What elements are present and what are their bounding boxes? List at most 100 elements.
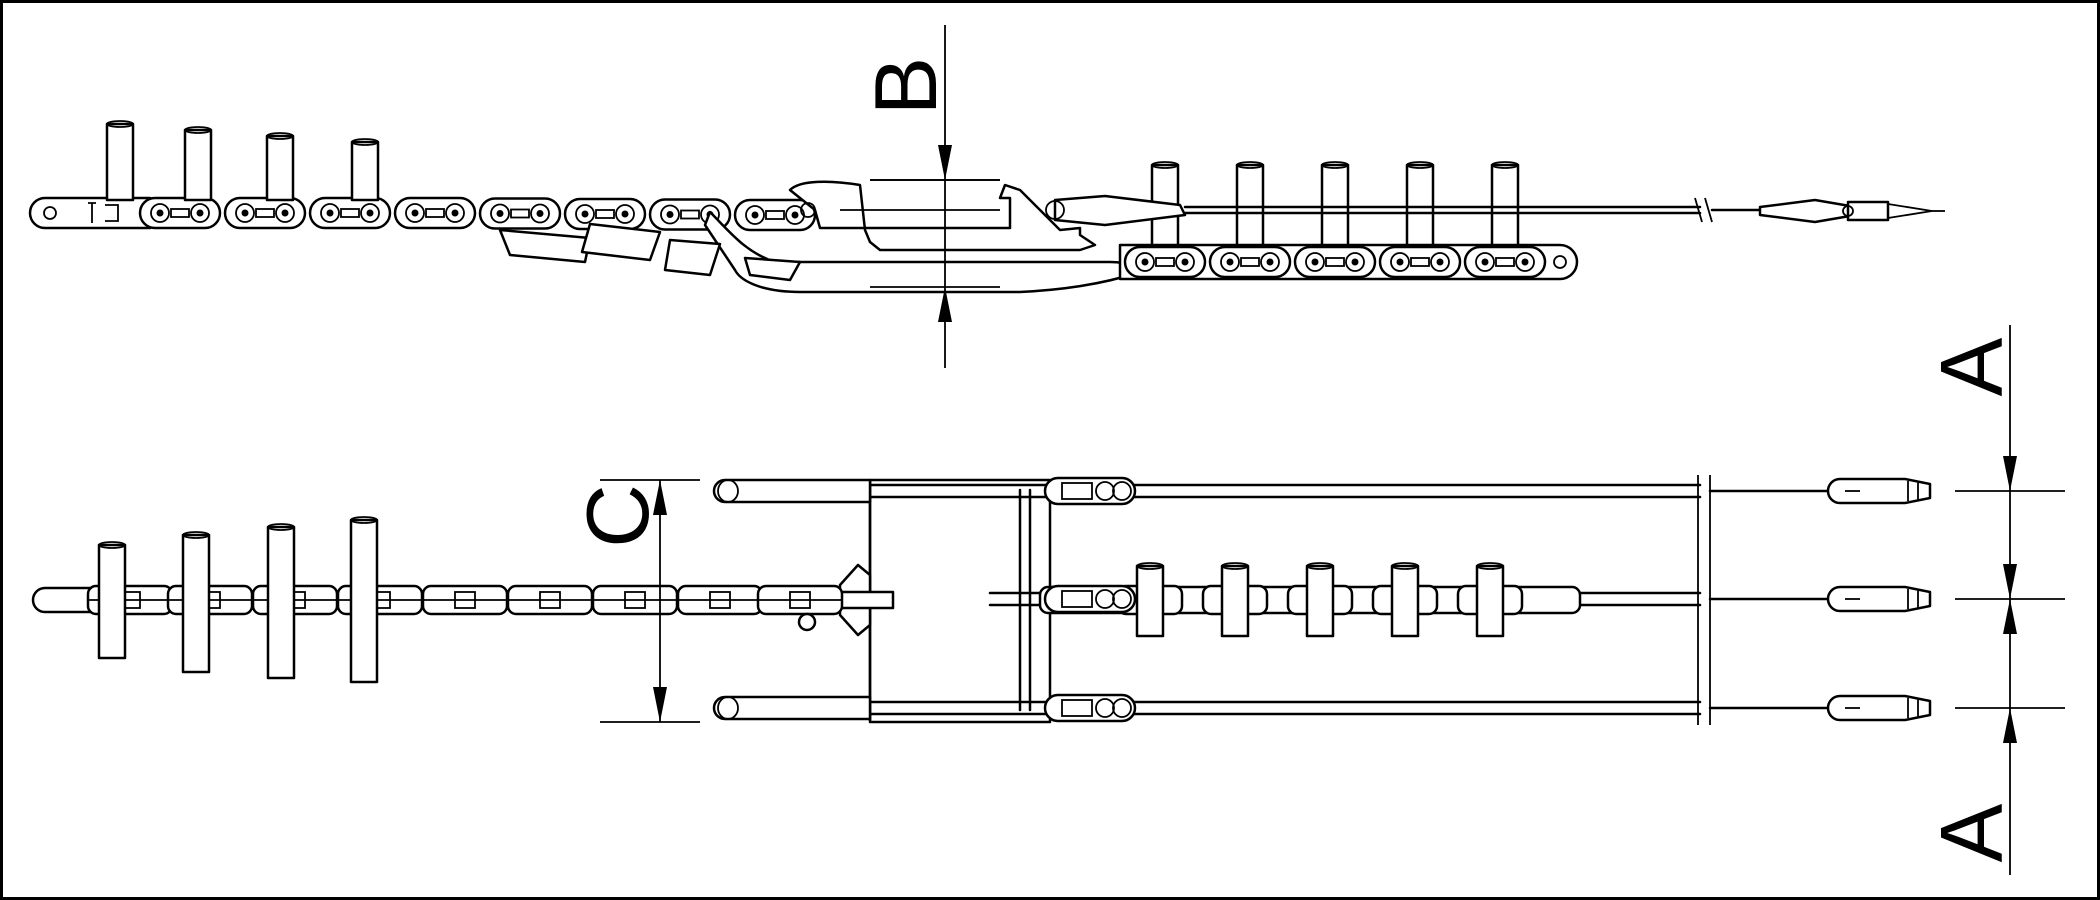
dim-label-a-top: A xyxy=(1922,337,2021,396)
plan-shackle-2 xyxy=(1043,584,1137,614)
top-left-link-5-roller-right xyxy=(530,203,550,224)
plan-shackle-1-eye-2 xyxy=(1112,481,1132,501)
plan-posts-left xyxy=(97,516,379,684)
bracket-pivot xyxy=(800,202,816,218)
top-right-link-5-pin-left xyxy=(1481,258,1489,266)
top-left-fitting xyxy=(88,202,119,223)
top-right-link-4-plate xyxy=(1378,245,1462,279)
dim-label-c: C xyxy=(568,484,667,548)
plan-center-post-5 xyxy=(1475,564,1505,638)
top-left-link-5-pin-left xyxy=(496,210,504,217)
top-left-link-1-plate xyxy=(138,196,222,230)
top-left-link-4-plate xyxy=(393,196,477,230)
plan-end-fittings xyxy=(1826,477,1932,722)
plan-center-post-4-cap xyxy=(1391,562,1419,570)
plan-shackle-3-eye xyxy=(1095,698,1115,718)
top-right-link-1-roller-right xyxy=(1175,252,1195,272)
top-right-link-4-pin-right xyxy=(1436,258,1444,266)
top-right-link-2-pin-left xyxy=(1226,258,1234,266)
top-right-post-4 xyxy=(1405,163,1435,247)
top-left-link-2-bar xyxy=(255,208,275,218)
top-posts-left xyxy=(105,120,380,202)
guide-plate-3 xyxy=(663,238,722,277)
top-left-link-2-roller-right xyxy=(275,203,295,223)
top-right-link-3-roller-right xyxy=(1345,252,1365,272)
top-left-post-4 xyxy=(350,140,380,202)
top-right-link-1-pin-left xyxy=(1141,258,1149,266)
top-left-link-7-bar xyxy=(680,209,700,220)
top-left-link-8-pin-left xyxy=(751,211,759,219)
chain-end-cap xyxy=(28,196,152,230)
plan-end-fitting-1 xyxy=(1826,477,1932,505)
top-right-link-2-roller-left xyxy=(1220,252,1240,272)
rod-end-pin xyxy=(1842,205,1854,217)
top-left-post-3 xyxy=(265,134,295,202)
dim-label-b: B xyxy=(856,57,955,116)
clevis-pin-left xyxy=(1045,200,1065,220)
dim-b-arrow-top xyxy=(938,145,952,180)
top-left-link-6-bar xyxy=(595,209,615,219)
dim-a-arrow-2 xyxy=(2003,564,2017,599)
rail-end-tube-bottom-hole xyxy=(717,696,739,720)
top-right-link-3-roller-left xyxy=(1305,252,1325,272)
plan-shackle-2-eye xyxy=(1095,589,1115,609)
frame-outer xyxy=(868,478,1052,724)
top-right-link-2-plate xyxy=(1208,245,1292,279)
top-left-link-5-pin-right xyxy=(536,210,544,217)
top-left-link-8-plate xyxy=(733,198,817,232)
rod-clevis-left xyxy=(1053,194,1187,227)
plan-end-fitting-3 xyxy=(1826,694,1932,722)
guide-plate-2 xyxy=(580,222,662,262)
top-left-link-5-plate xyxy=(478,197,562,230)
dim-a-arrow-1 xyxy=(2003,456,2017,491)
top-left-link-5-roller-left xyxy=(490,203,510,224)
top-right-link-2-pin-right xyxy=(1266,258,1274,266)
top-right-link-5-pin-right xyxy=(1521,258,1529,266)
plan-center-post-2 xyxy=(1220,564,1250,638)
chain-bolt-head xyxy=(797,612,817,632)
rod-clevis-right xyxy=(1758,198,1852,224)
dim-label-a-bottom: A xyxy=(1922,803,2021,862)
top-right-link-1-pin-right xyxy=(1181,258,1189,266)
top-right-link-3-bar xyxy=(1325,257,1345,267)
top-left-link-6-roller-right xyxy=(615,204,635,224)
side-view-assembly: B xyxy=(28,25,1945,368)
top-left-link-6-roller-left xyxy=(575,204,595,224)
top-left-link-4-roller-left xyxy=(405,203,425,223)
rod-break-mark-2 xyxy=(1704,197,1713,223)
dim-c-arrow-top xyxy=(653,480,667,515)
top-left-post-1-cap xyxy=(106,120,134,128)
plan-view-assembly: C A A xyxy=(31,325,2065,875)
top-left-link-3-pin-right xyxy=(366,209,374,217)
top-left-link-1-bar xyxy=(170,208,190,218)
top-right-link-4-bar xyxy=(1410,257,1430,267)
plan-left-post-1 xyxy=(97,543,127,660)
rod-end-fitting xyxy=(1846,200,1890,222)
plan-left-post-1-cap xyxy=(98,541,126,549)
top-left-link-3-pin-left xyxy=(326,209,334,217)
plan-center-post-5-cap xyxy=(1476,562,1504,570)
plan-chain-center xyxy=(1038,562,1582,638)
rod-break-mark-1 xyxy=(1694,197,1703,223)
top-left-link-4-pin-right xyxy=(451,209,459,217)
top-right-post-2 xyxy=(1235,163,1265,247)
plan-center-post-4 xyxy=(1390,564,1420,638)
top-left-link-7-pin-left xyxy=(666,211,674,218)
top-right-link-2-bar xyxy=(1240,257,1260,267)
top-right-link-4-pin-left xyxy=(1396,258,1404,266)
top-left-link-5-bar xyxy=(510,208,530,219)
top-left-link-1-roller-left xyxy=(150,203,170,223)
top-right-post-3-cap xyxy=(1321,161,1349,169)
dim-c-arrow-bottom xyxy=(653,687,667,722)
top-left-link-3-roller-left xyxy=(320,203,340,223)
top-right-post-5-cap xyxy=(1491,161,1519,169)
plan-shackle-3 xyxy=(1043,693,1137,723)
plan-shackle-1-eye xyxy=(1095,481,1115,501)
plan-shackle-3-body xyxy=(1061,699,1093,717)
top-right-link-3-plate xyxy=(1293,245,1377,279)
plan-shackle-2-body xyxy=(1061,590,1093,608)
top-left-post-4-cap xyxy=(351,138,379,146)
top-posts-right xyxy=(1150,161,1520,247)
